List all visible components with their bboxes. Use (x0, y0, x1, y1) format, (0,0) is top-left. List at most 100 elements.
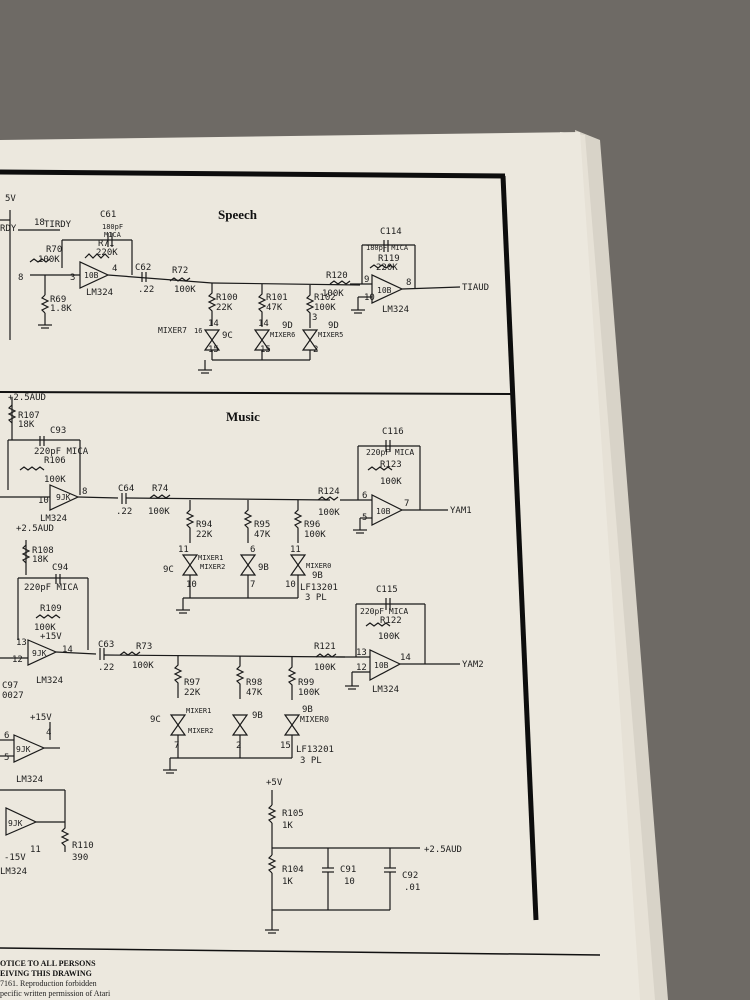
label-c97: C97 (2, 681, 18, 691)
label-c61-val: 180pF (102, 223, 123, 231)
label-mixer0: MIXER0 (306, 562, 331, 570)
label-r121-val: 100K (314, 663, 336, 673)
label-pin14b: 14 (400, 653, 411, 663)
label-r94-val: 22K (196, 530, 213, 540)
label-lm324-b: LM324 (382, 305, 409, 315)
label-r95: R95 (254, 520, 270, 530)
label-r70: R70 (46, 245, 62, 255)
label-p2b: 2 (236, 741, 241, 751)
label-r99: R99 (298, 678, 314, 688)
label-pin13b: 13 (356, 648, 367, 658)
label-25aud: +2.5AUD (8, 393, 46, 403)
label-r97: R97 (184, 678, 200, 688)
label-r106: R106 (44, 456, 66, 466)
label-r106-val: 100K (44, 475, 66, 485)
label-r74: R74 (152, 484, 168, 494)
label-r104: R104 (282, 865, 304, 875)
label-r98: R98 (246, 678, 262, 688)
label-r108-val: 18K (32, 555, 49, 565)
label-lf13201-b: LF13201 (296, 745, 334, 755)
label-25aud-b: +2.5AUD (16, 524, 54, 534)
label-pin12-m: 12 (12, 655, 23, 665)
label-p15b: 15 (260, 345, 271, 355)
label-r95-val: 47K (254, 530, 271, 540)
label-pin10: 10 (364, 293, 375, 303)
label-minus15v: -15V (4, 853, 26, 863)
label-r73: R73 (136, 642, 152, 652)
label-r119-val: 220K (376, 263, 398, 273)
label-c63-val: .22 (98, 663, 114, 673)
label-mixer0b: MIXER0 (300, 715, 329, 724)
label-p7-m: 7 (250, 580, 255, 590)
label-9c: 9C (222, 331, 233, 341)
label-lm324-g: LM324 (0, 867, 27, 877)
label-9c-m2: 9C (150, 715, 161, 725)
label-r122-val: 100K (378, 632, 400, 642)
label-p15: 15 (208, 345, 219, 355)
label-r105: R105 (282, 809, 304, 819)
label-r101: R101 (266, 293, 288, 303)
label-c94-val: 220pF MICA (24, 583, 79, 593)
label-10b-b: 10B (374, 661, 389, 670)
label-pin8b: 8 (406, 278, 411, 288)
label-r110: R110 (72, 841, 94, 851)
label-c64-val: .22 (116, 507, 132, 517)
label-opamp1: 10B (84, 271, 99, 280)
label-c63: C63 (98, 640, 114, 650)
label-lm324-e: LM324 (372, 685, 399, 695)
label-mixer7: MIXER7 (158, 326, 187, 335)
label-lm324-f: LM324 (16, 775, 43, 785)
label-p11-low: 11 (30, 845, 41, 855)
label-r109-val: 100K (34, 623, 56, 633)
label-pin5-m: 5 (362, 513, 367, 523)
label-r102: R102 (314, 293, 336, 303)
label-r109: R109 (40, 604, 62, 614)
label-tirdy: TIRDY (44, 220, 72, 230)
label-r122: R122 (380, 616, 402, 626)
label-mixer6: MIXER6 (270, 331, 295, 339)
label-r124: R124 (318, 487, 340, 497)
label-r107: R107 (18, 411, 40, 421)
label-pin8-m: 8 (82, 487, 87, 497)
border-top (0, 169, 506, 179)
label-pin6-m: 6 (362, 491, 367, 501)
label-p2: 2 (313, 345, 318, 355)
label-pin12b: 12 (356, 663, 367, 673)
label-5v: 5V (5, 194, 16, 204)
label-r123-val: 100K (380, 477, 402, 487)
label-r99-val: 100K (298, 688, 320, 698)
music-title: Music (226, 409, 260, 424)
label-r101-val: 47K (266, 303, 283, 313)
label-c92-val: .01 (404, 883, 420, 893)
label-9jk-c: 9JK (16, 745, 31, 754)
label-lm324-c: LM324 (40, 514, 67, 524)
label-tiaud: TIAUD (462, 283, 489, 293)
label-lf13201: LF13201 (300, 583, 338, 593)
label-c115: C115 (376, 585, 398, 595)
label-r121: R121 (314, 642, 336, 652)
label-pin3: 3 (70, 273, 75, 283)
label-9d-b: 9D (328, 321, 339, 331)
label-9jk-a: 9JK (56, 493, 71, 502)
label-r120: R120 (326, 271, 348, 281)
label-yam2: YAM2 (462, 660, 484, 670)
label-p10-m: 10 (186, 580, 197, 590)
label-r107-val: 18K (18, 420, 35, 430)
label-5v-low: +5V (266, 778, 283, 788)
label-p14a: 14 (208, 319, 219, 329)
label-18: 18 (34, 218, 45, 228)
label-r94: R94 (196, 520, 212, 530)
label-yam1: YAM1 (450, 506, 472, 516)
label-9b-m3: 9B (302, 705, 313, 715)
label-c64: C64 (118, 484, 134, 494)
notice-line2: EIVING THIS DRAWING (0, 969, 92, 978)
label-c116: C116 (382, 427, 404, 437)
label-3pl-b: 3 PL (300, 756, 322, 766)
label-pin10-m: 10 (38, 496, 49, 506)
label-r105-val: 1K (282, 821, 293, 831)
label-9jk-d: 9JK (8, 819, 23, 828)
label-p10b-m: 10 (285, 580, 296, 590)
border-right (500, 175, 539, 921)
label-p4-low: 4 (46, 728, 51, 738)
